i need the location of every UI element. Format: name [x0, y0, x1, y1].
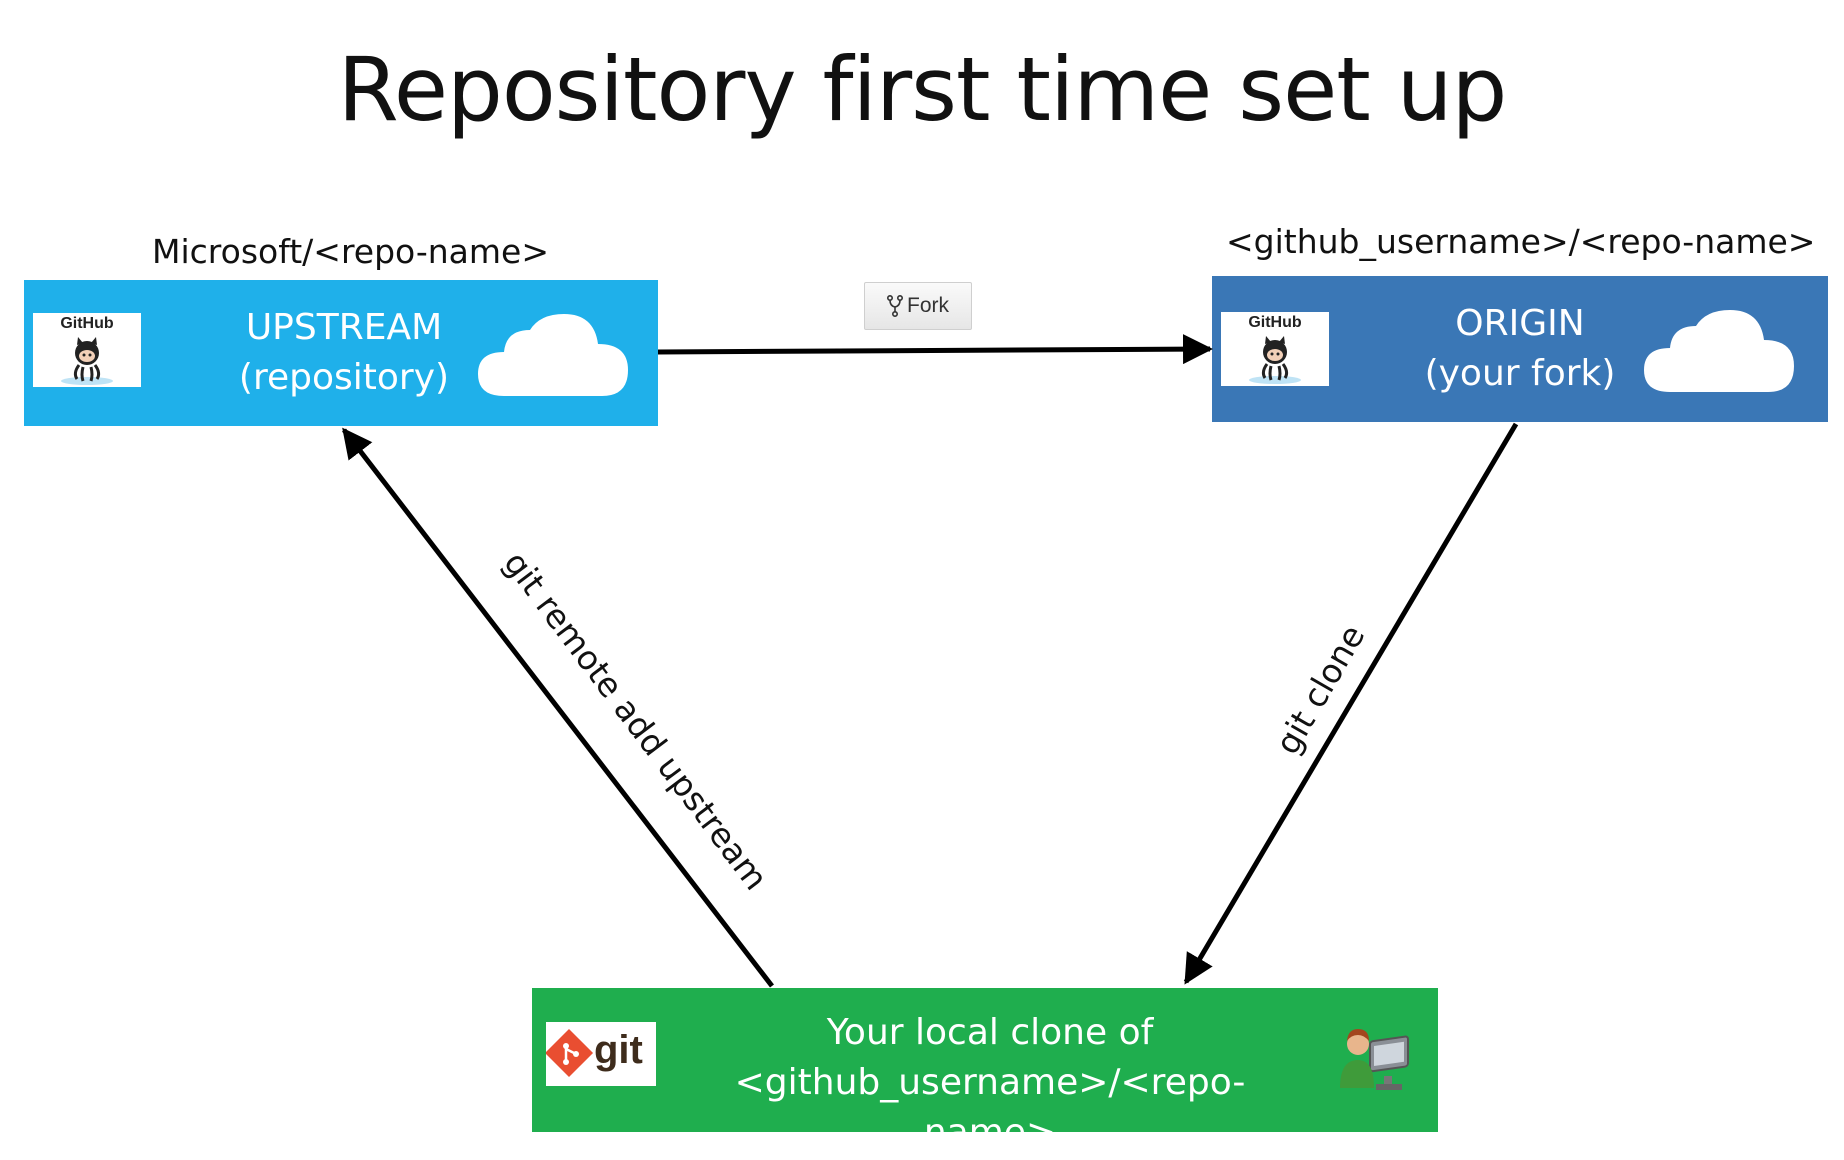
cloud-icon — [1644, 310, 1794, 392]
local-clone-subtitle: <github_username>/<repo-name> — [734, 1062, 1246, 1153]
local-clone-text: Your local clone of <github_username>/<r… — [690, 1008, 1290, 1158]
local-clone-title: Your local clone of — [826, 1012, 1154, 1053]
upstream-box: GitHub UPSTREAM (repository) — [24, 280, 658, 426]
fork-icon — [887, 295, 903, 317]
fork-arrow — [657, 334, 1213, 365]
upstream-subtitle: (repository) — [238, 357, 450, 398]
git-logo-icon: git — [544, 1022, 656, 1086]
remote-add-arrow — [342, 427, 774, 988]
origin-box: GitHub ORIGIN (your fork) — [1212, 276, 1828, 422]
origin-repo-label: <github_username>/<repo-name> — [1226, 222, 1816, 261]
origin-subtitle: (your fork) — [1424, 353, 1616, 394]
github-logo-icon: GitHub — [1221, 312, 1329, 386]
fork-button[interactable]: Fork — [864, 282, 972, 330]
local-clone-box — [532, 988, 1438, 1132]
clone-arrow — [1183, 422, 1519, 985]
origin-text: ORIGIN (your fork) — [1370, 299, 1670, 399]
octocat-icon — [61, 337, 113, 385]
upstream-text: UPSTREAM (repository) — [194, 303, 494, 403]
page-title: Repository first time set up — [337, 38, 1508, 141]
octocat-icon — [1249, 336, 1301, 384]
github-logo-icon: GitHub — [33, 313, 141, 387]
fork-button-label: Fork — [907, 294, 949, 317]
origin-title: ORIGIN — [1455, 303, 1585, 344]
upstream-repo-label: Microsoft/<repo-name> — [152, 232, 549, 271]
upstream-title: UPSTREAM — [245, 307, 443, 348]
cloud-icon — [478, 314, 628, 396]
user-computer-icon — [1340, 1029, 1409, 1090]
